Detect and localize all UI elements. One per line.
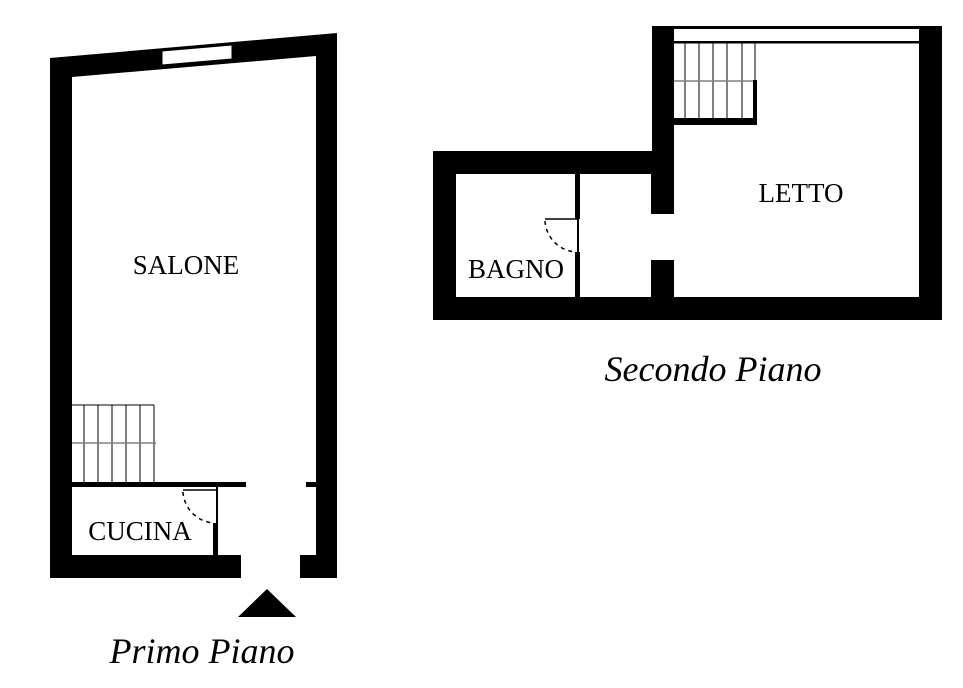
partition-stub	[306, 482, 316, 487]
window	[161, 44, 233, 66]
bathroom-wall-upper	[575, 174, 580, 219]
stair-rail-side	[753, 80, 757, 125]
first-floor-title: Primo Piano	[109, 631, 295, 671]
bathroom-wall-lower	[575, 252, 580, 297]
room-label-salone: SALONE	[133, 250, 240, 280]
first-floor-walls	[50, 33, 337, 578]
entrance-arrow-icon	[238, 589, 296, 617]
kitchen-side-wall	[216, 487, 218, 555]
second-floor-stairs	[674, 43, 756, 120]
second-floor-walls	[433, 26, 942, 320]
first-floor-plan: SALONE CUCINA Primo Piano	[50, 33, 337, 671]
kitchen-door-swing	[182, 491, 215, 524]
first-floor-stairs	[72, 404, 156, 482]
bathroom-door-swing	[544, 220, 577, 253]
kitchen-partition-wall	[72, 482, 246, 487]
room-label-cucina: CUCINA	[88, 516, 192, 546]
bathroom-door-frame	[577, 219, 579, 252]
second-floor-plan: BAGNO LETTO Secondo Piano	[433, 26, 942, 389]
second-floor-title: Secondo Piano	[605, 349, 822, 389]
room-label-bagno: BAGNO	[468, 254, 564, 284]
stair-rail-bottom	[674, 118, 757, 125]
kitchen-side-wall-thick	[213, 523, 218, 555]
window-strip	[674, 41, 919, 44]
room-label-letto: LETTO	[759, 178, 844, 208]
